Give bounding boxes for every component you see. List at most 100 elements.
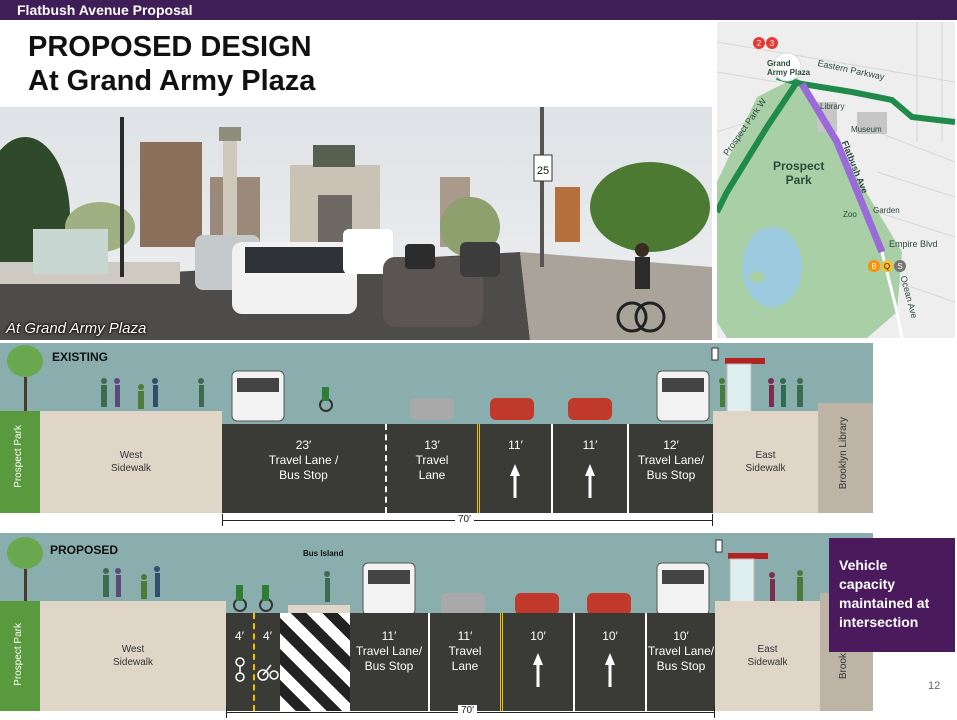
proposed-bike-lane-2-width: 4′ xyxy=(263,629,272,643)
existing-lane-3-width: 11′ xyxy=(508,438,523,452)
bicycle-icon xyxy=(235,657,245,682)
proposed-lane-1-line2: Bus Stop xyxy=(364,659,414,673)
bus-island-hatching xyxy=(280,613,350,711)
map-illustration: 2 3 B Q S xyxy=(717,22,955,338)
existing-library-text: Brooklyn Library xyxy=(838,417,849,490)
proposed-west-sidewalk-line1: West xyxy=(121,644,145,655)
map-label-museum: Museum xyxy=(851,125,882,134)
existing-lane-1-width: 23′ xyxy=(295,438,312,452)
existing-park-text: Prospect Park xyxy=(13,425,24,488)
existing-street-section: EXISTING Prospect Park xyxy=(0,343,873,513)
proposed-lane-4-width: 10′ xyxy=(602,629,618,643)
subway-q-text: Q xyxy=(884,262,890,271)
proposed-west-sidewalk-line2: Sidewalk xyxy=(112,657,154,668)
slide-title: PROPOSED DESIGN At Grand Army Plaza xyxy=(28,30,315,98)
existing-label: EXISTING xyxy=(52,350,109,364)
proposed-west-sidewalk: West Sidewalk xyxy=(40,601,226,711)
existing-lane-2-line2: Lane xyxy=(418,468,446,482)
proposed-label: PROPOSED xyxy=(50,543,119,557)
proposed-bike-lane-2: 4′ xyxy=(253,613,280,711)
existing-lane-2-line1: Travel xyxy=(415,453,449,467)
proposed-lane-3-arrow-icon xyxy=(533,653,543,687)
street-photo-illustration: 25 xyxy=(0,107,712,340)
proposed-bike-lane-1-width: 4′ xyxy=(235,629,244,643)
existing-lane-3-arrow-icon xyxy=(510,464,520,498)
proposed-east-sidewalk-line1: East xyxy=(757,644,778,655)
existing-lane-2-width: 13′ xyxy=(424,438,440,452)
photo-caption: At Grand Army Plaza xyxy=(6,320,147,337)
existing-dimension-tick-left xyxy=(222,514,223,526)
existing-east-sidewalk-line1: East xyxy=(755,450,776,461)
page-number: 12 xyxy=(928,680,941,692)
proposed-lane-1-line1: Travel Lane/ xyxy=(355,644,423,658)
map-label-garden: Garden xyxy=(873,206,900,215)
header-bar: Flatbush Avenue Proposal xyxy=(0,0,957,20)
map-label-prospect-park: Prospect Park xyxy=(773,159,824,187)
existing-lane-1-line2: Bus Stop xyxy=(279,468,328,482)
proposed-lane-2: 11′ Travel Lane xyxy=(428,613,500,711)
proposed-lane-5-width: 10′ xyxy=(673,629,689,643)
map-label-prospect: Prospect xyxy=(773,159,825,173)
proposed-street-section: PROPOSED Bus Island Prospect Park xyxy=(0,533,873,711)
proposed-total-width: 70′ xyxy=(458,705,477,716)
map-label-grand-army: Grand Army Plaza xyxy=(767,59,810,77)
existing-lane-5: 12′ Travel Lane/ Bus Stop xyxy=(627,424,713,513)
existing-east-sidewalk-line2: Sidewalk xyxy=(745,463,786,474)
proposed-lane-1: 11′ Travel Lane/ Bus Stop xyxy=(350,613,428,711)
existing-dimension-tick-right xyxy=(712,514,713,526)
existing-west-sidewalk: West Sidewalk xyxy=(40,411,222,513)
map-label-army-plaza: Army Plaza xyxy=(767,68,811,77)
bus-island-curb xyxy=(288,605,350,613)
existing-brooklyn-library: Brooklyn Library xyxy=(818,403,873,513)
proposed-lane-4-arrow-icon xyxy=(605,653,615,687)
proposed-lane-3-width: 10′ xyxy=(530,629,546,643)
proposed-lane-3: 10′ xyxy=(500,613,573,711)
existing-lane-5-line1: Travel Lane/ xyxy=(637,453,705,467)
existing-illustration xyxy=(7,345,803,422)
proposed-lane-5: 10′ Travel Lane/ Bus Stop xyxy=(645,613,715,711)
existing-west-sidewalk-line2: Sidewalk xyxy=(110,463,152,474)
map-label-empire-blvd: Empire Blvd xyxy=(889,239,938,249)
existing-lane-3: 11′ xyxy=(477,424,551,513)
callout-line-4: intersection xyxy=(839,614,919,630)
proposed-lane-4: 10′ xyxy=(573,613,645,711)
proposed-park-text: Prospect Park xyxy=(13,623,24,686)
subway-s-text: S xyxy=(897,262,902,271)
proposed-lane-2-line1: Travel xyxy=(448,644,482,658)
proposed-dimension-tick-left xyxy=(226,706,227,718)
map-label-park: Park xyxy=(785,173,812,187)
bus-island-label: Bus Island xyxy=(303,549,344,558)
proposed-lane-2-width: 11′ xyxy=(457,629,473,643)
callout-line-1: Vehicle xyxy=(839,557,888,573)
subway-3-text: 3 xyxy=(770,39,775,48)
existing-park: Prospect Park xyxy=(0,411,40,513)
proposed-lane-5-line2: Bus Stop xyxy=(656,659,706,673)
speed-sign-text: 25 xyxy=(537,165,549,177)
existing-lane-4-arrow-icon xyxy=(585,464,595,498)
title-line-2: At Grand Army Plaza xyxy=(28,65,316,97)
existing-lane-5-line2: Bus Stop xyxy=(646,468,696,482)
proposed-east-sidewalk: East Sidewalk xyxy=(715,601,820,711)
existing-east-sidewalk: East Sidewalk xyxy=(713,411,818,513)
proposed-bike-lane-1: 4′ xyxy=(226,613,253,711)
map-label-zoo: Zoo xyxy=(843,210,857,219)
existing-lane-2: 13′ Travel Lane xyxy=(385,424,477,513)
bicycle-icon xyxy=(257,664,279,681)
proposed-park: Prospect Park xyxy=(0,601,40,711)
callout-line-2: capacity xyxy=(839,576,896,592)
existing-west-sidewalk-line1: West xyxy=(119,450,143,461)
proposed-east-sidewalk-line2: Sidewalk xyxy=(747,657,788,668)
street-photo: 25 At Grand Army Plaza xyxy=(0,107,712,340)
callout-line-3: maintained at xyxy=(839,595,930,611)
existing-lane-5-width: 12′ xyxy=(663,438,679,452)
map-label-library: Library xyxy=(820,102,845,111)
location-map: 2 3 B Q S Grand Army Plaza Eastern Parkw… xyxy=(717,22,955,338)
proposed-lane-5-line1: Travel Lane/ xyxy=(647,644,715,658)
proposed-lane-2-line2: Lane xyxy=(451,659,479,673)
subway-2-text: 2 xyxy=(757,39,762,48)
existing-lane-1-line1: Travel Lane / xyxy=(268,453,339,467)
callout-box: Vehicle capacity maintained at intersect… xyxy=(829,538,955,652)
existing-lane-1: 23′ Travel Lane / Bus Stop xyxy=(222,424,385,513)
existing-dimension-band xyxy=(0,513,873,530)
subway-b-text: B xyxy=(871,262,876,271)
